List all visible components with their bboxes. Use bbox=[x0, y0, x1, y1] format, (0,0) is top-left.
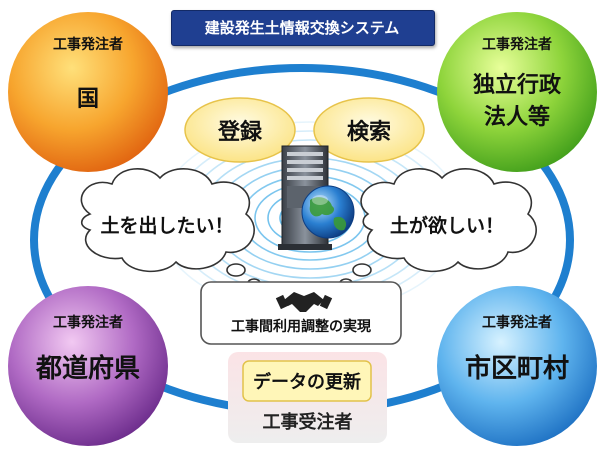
cloud-left bbox=[80, 168, 261, 288]
pill-register bbox=[184, 97, 296, 163]
bottom-right-name: 市区町村 bbox=[464, 353, 569, 384]
globe-icon bbox=[301, 185, 355, 239]
cloud-right-text: 土が欲しい！ bbox=[389, 214, 504, 237]
update-text: データの更新 bbox=[253, 372, 361, 393]
coordination-text: 工事間利用調整の実現 bbox=[231, 319, 371, 335]
top-left-name: 国 bbox=[76, 87, 99, 112]
update-box bbox=[242, 360, 372, 402]
top-left-role: 工事発注者 bbox=[53, 37, 123, 53]
handshake-icon bbox=[275, 292, 333, 312]
coordination-box bbox=[200, 281, 402, 345]
register-label: 登録 bbox=[217, 120, 262, 145]
top-right-name-line1: 独立行政 bbox=[472, 73, 561, 98]
system-title: 建設発生土情報交換システム bbox=[204, 18, 400, 37]
title-bar bbox=[171, 10, 435, 46]
top-right-name-line2: 法人等 bbox=[483, 105, 550, 130]
bottom-left-name: 都道府県 bbox=[35, 353, 140, 384]
search-label: 検索 bbox=[346, 120, 391, 145]
circle-top-left bbox=[8, 12, 168, 172]
circle-bottom-left bbox=[8, 286, 168, 446]
cloud-left-text: 土を出したい！ bbox=[100, 214, 234, 237]
contractor-text: 工事受注者 bbox=[262, 412, 353, 433]
circle-top-right bbox=[437, 12, 597, 172]
top-right-role: 工事発注者 bbox=[482, 37, 552, 53]
bottom-right-role: 工事発注者 bbox=[482, 315, 552, 331]
pill-search bbox=[313, 97, 425, 163]
bottom-left-role: 工事発注者 bbox=[53, 315, 123, 331]
circle-bottom-right bbox=[437, 286, 597, 446]
